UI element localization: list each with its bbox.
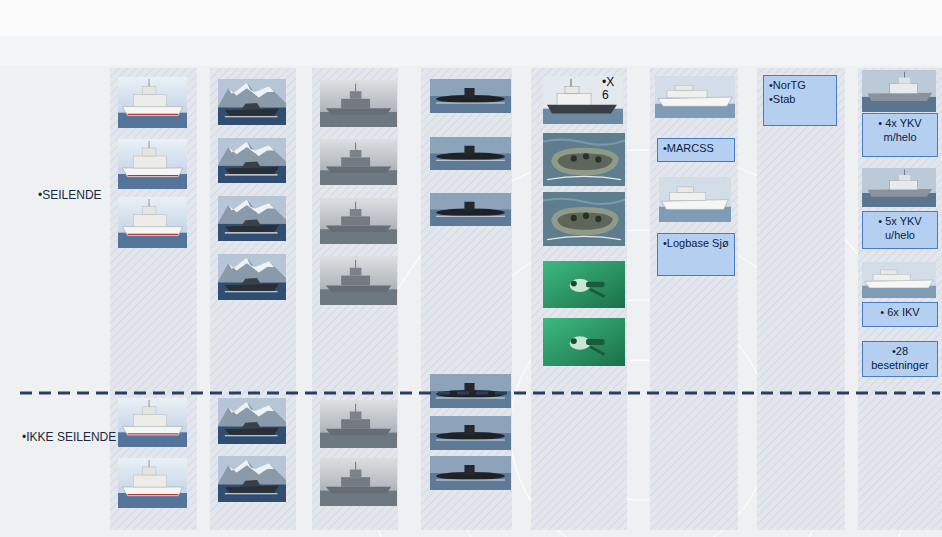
text-box: •28 besetninger: [862, 341, 938, 377]
text-box: •Logbase Sjø: [657, 233, 735, 276]
column-panels: [110, 68, 942, 530]
divider-line: [20, 392, 940, 395]
text-box: •NorTG•Stab: [763, 75, 837, 126]
box-text: • 6x IKV: [868, 306, 932, 320]
row-label: •SEILENDE: [38, 188, 102, 202]
box-text: • 5x YKV u/helo: [868, 215, 932, 243]
text-box: • 5x YKV u/helo: [862, 211, 938, 249]
text-box: • 4x YKV m/helo: [862, 113, 938, 157]
text-box: •MARCSS: [657, 138, 735, 162]
box-text: • 4x YKV m/helo: [868, 117, 932, 145]
box-text: •NorTG: [769, 79, 831, 93]
vessel-photos: [118, 70, 936, 508]
row-label: •IKKE SEILENDE: [22, 430, 116, 444]
box-text: •MARCSS: [663, 142, 729, 156]
photo-overlay-text: •X 6: [602, 76, 614, 102]
text-box: • 6x IKV: [862, 302, 938, 327]
box-text: •Stab: [769, 93, 831, 107]
box-text: •Logbase Sjø: [663, 237, 729, 251]
box-text: •28 besetninger: [868, 345, 932, 373]
